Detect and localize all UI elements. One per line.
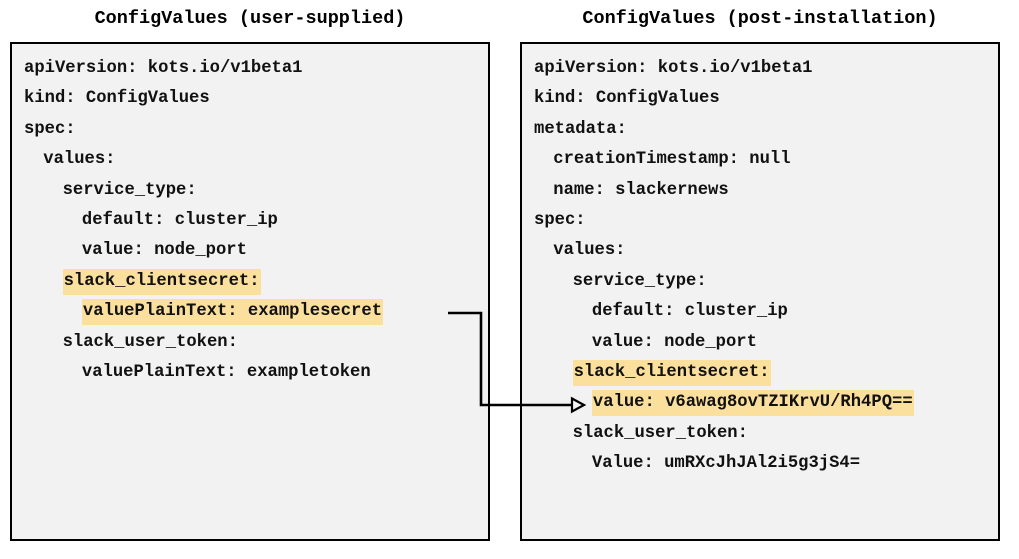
code-text: slack_user_token: <box>572 423 748 443</box>
code-line: values: <box>24 145 488 175</box>
panel-title-user-supplied: ConfigValues (user-supplied) <box>94 8 406 29</box>
code-line: value: node_port <box>24 236 488 266</box>
code-line: apiVersion: kots.io/v1beta1 <box>534 54 998 84</box>
highlighted-code-text: slack_clientsecret: <box>572 359 771 386</box>
code-text: spec: <box>534 210 586 230</box>
code-line: slack_user_token: <box>534 419 998 449</box>
code-line: slack_clientsecret: <box>24 267 488 297</box>
code-text: slack_user_token: <box>62 332 238 352</box>
code-line: spec: <box>24 115 488 145</box>
code-line: kind: ConfigValues <box>534 84 998 114</box>
code-text: valuePlainText: exampletoken <box>81 362 371 382</box>
code-text: kind: ConfigValues <box>24 89 210 109</box>
code-text: Value: umRXcJhJAl2i5g3jS4= <box>591 454 861 474</box>
code-text: values: <box>43 150 116 170</box>
code-line: metadata: <box>534 115 998 145</box>
code-line: valuePlainText: examplesecret <box>24 297 488 327</box>
code-line: service_type: <box>24 176 488 206</box>
code-line: value: node_port <box>534 328 998 358</box>
highlighted-code-text: slack_clientsecret: <box>62 268 261 295</box>
code-text: name: slackernews <box>553 180 729 200</box>
panel-title-post-installation: ConfigValues (post-installation) <box>582 8 938 29</box>
code-text: default: cluster_ip <box>81 210 278 230</box>
code-line: name: slackernews <box>534 176 998 206</box>
code-line: spec: <box>534 206 998 236</box>
code-text: apiVersion: kots.io/v1beta1 <box>24 59 303 78</box>
code-line: slack_user_token: <box>24 328 488 358</box>
code-line: apiVersion: kots.io/v1beta1 <box>24 54 488 84</box>
code-line: Value: umRXcJhJAl2i5g3jS4= <box>534 449 998 479</box>
code-text: service_type: <box>62 180 197 200</box>
code-line: service_type: <box>534 267 998 297</box>
code-line: default: cluster_ip <box>24 206 488 236</box>
code-line: default: cluster_ip <box>534 297 998 327</box>
panel-user-supplied: ConfigValues (user-supplied) apiVersion:… <box>6 0 501 559</box>
code-text: default: cluster_ip <box>591 302 788 322</box>
code-text: metadata: <box>534 119 627 139</box>
code-text: service_type: <box>572 271 707 291</box>
code-lines-user-supplied: apiVersion: kots.io/v1beta1 kind: ConfigV… <box>24 54 488 388</box>
code-text: spec: <box>24 119 76 139</box>
code-text: creationTimestamp: null <box>553 150 791 170</box>
code-text: kind: ConfigValues <box>534 89 720 109</box>
code-line: value: v6awag8ovTZIKrvU/Rh4PQ== <box>534 388 998 418</box>
code-line: creationTimestamp: null <box>534 145 998 175</box>
code-box-post-installation: apiVersion: kots.io/v1beta1 kind: ConfigV… <box>520 42 1000 541</box>
panel-post-installation: ConfigValues (post-installation) apiVers… <box>516 0 1011 559</box>
code-line: valuePlainText: exampletoken <box>24 358 488 388</box>
code-text: apiVersion: kots.io/v1beta1 <box>534 59 813 78</box>
code-line: slack_clientsecret: <box>534 358 998 388</box>
code-text: value: node_port <box>81 241 247 261</box>
code-text: value: node_port <box>591 332 757 352</box>
code-box-user-supplied: apiVersion: kots.io/v1beta1 kind: ConfigV… <box>10 42 490 541</box>
code-line: kind: ConfigValues <box>24 84 488 114</box>
highlighted-code-text: value: v6awag8ovTZIKrvU/Rh4PQ== <box>591 390 914 417</box>
code-line: values: <box>534 236 998 266</box>
code-lines-post-installation: apiVersion: kots.io/v1beta1 kind: ConfigV… <box>534 54 998 479</box>
highlighted-code-text: valuePlainText: examplesecret <box>81 299 384 326</box>
code-text: values: <box>553 241 626 261</box>
